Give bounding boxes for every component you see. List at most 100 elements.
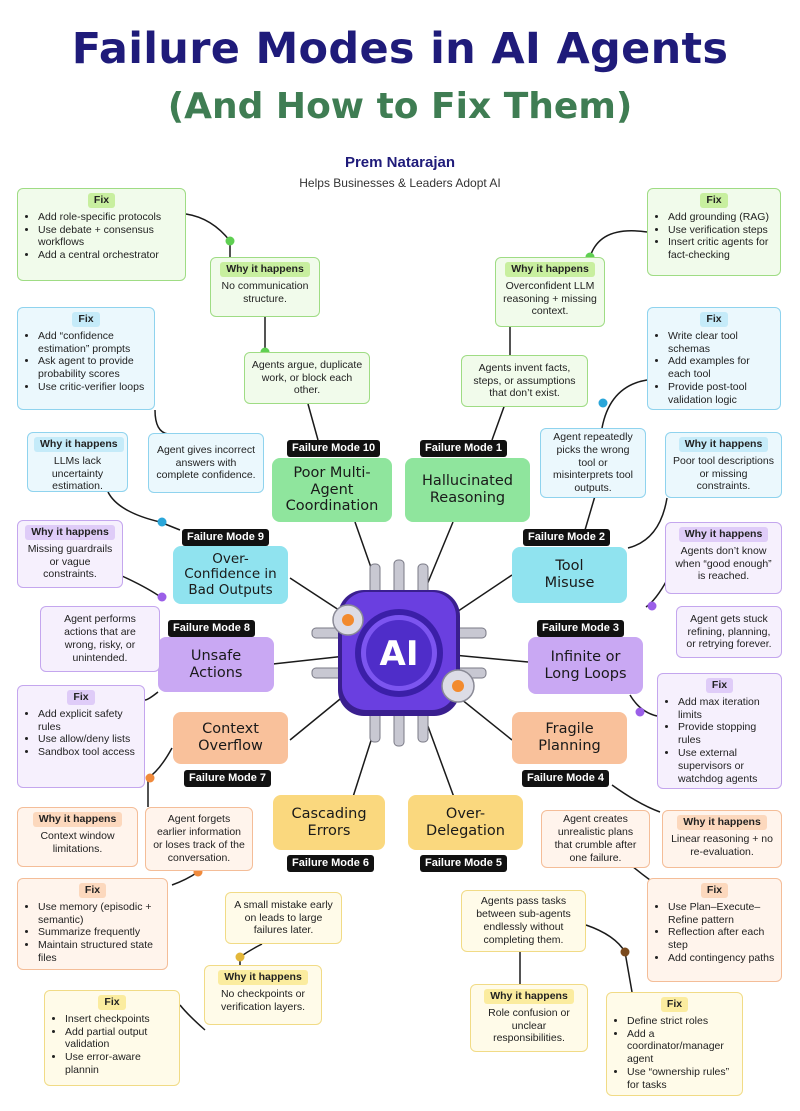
mode-4-why-card: Why it happens Linear reasoning + no re-… [662,810,782,868]
mode-5-why-card: Why it happens Role confusion or unclear… [470,984,588,1052]
fix-label: Fix [705,678,734,693]
mode-9-node: Over- Confidence in Bad Outputs [173,546,288,604]
fix-item: Maintain structured state files [38,939,161,965]
mode-1-node: Hallucinated Reasoning [405,458,530,522]
mode-4-symptom-card: Agent creates unrealistic plans that cru… [541,810,650,868]
why-text: LLMs lack uncertainty estimation. [51,454,104,493]
why-label: Why it happens [678,437,769,452]
symptom-text: Agent performs actions that are wrong, r… [64,613,136,664]
mode-10-why-card: Why it happens No communication structur… [210,257,320,317]
fix-item: Add max iteration limits [678,696,775,722]
why-text: Overconfident LLM reasoning + missing co… [503,279,597,318]
why-label: Why it happens [677,815,767,830]
why-text: Role confusion or unclear responsibiliti… [488,1006,570,1045]
why-label: Why it happens [32,812,123,827]
why-text: Missing guardrails or vague constraints. [27,542,113,581]
symptom-text: A small mistake early on leads to large … [234,898,333,937]
fix-item: Add a coordinator/manager agent [627,1028,736,1066]
main-title: Failure Modes in AI Agents [71,24,729,74]
mode-8-symptom-card: Agent performs actions that are wrong, r… [40,606,160,672]
mode-8-fix-card: Fix Add explicit safety rulesUse allow/d… [17,685,145,788]
fix-item: Add a central orchestrator [38,249,179,262]
fix-item: Provide stopping rules [678,721,775,747]
why-label: Why it happens [218,970,308,985]
mode-7-tag: Failure Mode 7 [184,770,272,787]
fix-item: Reflection after each step [668,926,775,952]
mode-10-symptom-card: Agents argue, duplicate work, or block e… [244,352,370,404]
fix-item: Use error-aware plannin [65,1051,173,1077]
fix-label: Fix [78,883,107,898]
fix-label: Fix [660,997,689,1012]
why-text: No checkpoints or verification layers. [220,987,306,1013]
why-text: Poor tool descriptions or missing constr… [673,454,774,493]
mode-9-symptom-card: Agent gives incorrect answers with compl… [148,433,264,493]
mode-1-why-card: Why it happens Overconfident LLM reasoni… [495,257,605,327]
why-label: Why it happens [25,525,115,540]
fix-label: Fix [700,193,728,208]
why-text: Agents don’t know when “good enough” is … [675,544,772,583]
why-text: Context window limitations. [40,829,115,855]
mode-8-why-card: Why it happens Missing guardrails or vag… [17,520,123,588]
mode-9-fix-card: Fix Add “confidence estimation” promptsA… [17,307,155,410]
fix-item: Ask agent to provide probability scores [38,355,148,381]
mode-5-node: Over- Delegation [408,795,523,850]
mode-6-node: Cascading Errors [273,795,385,850]
fix-item: Use Plan–Execute–Refine pattern [668,901,775,927]
fix-label: Fix [87,193,116,208]
symptom-text: Agent gives incorrect answers with compl… [156,443,256,482]
mode-3-node: Infinite or Long Loops [528,637,643,694]
mode-5-symptom-card: Agents pass tasks between sub-agents end… [461,890,586,952]
why-label: Why it happens [220,262,310,277]
fix-item: Use “ownership rules” for tasks [627,1066,736,1092]
fix-item: Add explicit safety rules [38,708,138,734]
fix-label: Fix [98,995,126,1010]
fix-item: Use allow/deny lists [38,733,138,746]
mode-4-node: Fragile Planning [512,712,627,764]
mode-2-symptom-card: Agent repeatedly picks the wrong tool or… [540,428,646,498]
mode-3-symptom-card: Agent gets stuck refining, planning, or … [676,606,782,658]
mode-2-fix-card: Fix Write clear tool schemasAdd examples… [647,307,781,410]
fix-label: Fix [700,312,728,327]
mode-6-tag: Failure Mode 6 [287,855,375,872]
fix-item: Provide post-tool validation logic [668,381,774,407]
fix-item: Add grounding (RAG) [668,211,774,224]
fix-item: Summarize frequently [38,926,161,939]
symptom-text: Agent repeatedly picks the wrong tool or… [553,431,633,495]
symptom-text: Agents argue, duplicate work, or block e… [251,358,363,397]
symptom-text: Agents pass tasks between sub-agents end… [476,895,571,946]
symptom-text: Agents invent facts, steps, or assumptio… [473,361,576,400]
why-label: Why it happens [484,989,574,1004]
mode-1-tag: Failure Mode 1 [420,440,508,457]
fix-item: Add examples for each tool [668,355,774,381]
mode-2-node: Tool Misuse [512,547,627,603]
mode-10-fix-card: Fix Add role-specific protocolsUse debat… [17,188,186,281]
mode-10-tag: Failure Mode 10 [287,440,381,457]
fix-item: Add partial output validation [65,1026,173,1052]
why-label: Why it happens [505,262,595,277]
mode-6-why-card: Why it happens No checkpoints or verific… [204,965,322,1025]
symptom-text: Agent creates unrealistic plans that cru… [554,813,637,864]
fix-item: Sandbox tool access [38,746,138,759]
fix-item: Add “confidence estimation” prompts [38,330,148,356]
mode-2-why-card: Why it happens Poor tool descriptions or… [665,432,782,498]
fix-item: Add role-specific protocols [38,211,179,224]
mode-7-symptom-card: Agent forgets earlier information or los… [145,807,253,871]
why-label: Why it happens [678,527,769,542]
mode-3-fix-card: Fix Add max iteration limitsProvide stop… [657,673,782,789]
author-tagline: Helps Businesses & Leaders Adopt AI [299,176,501,190]
mode-6-symptom-card: A small mistake early on leads to large … [225,892,342,944]
mode-7-node: Context Overflow [173,712,288,764]
fix-item: Write clear tool schemas [668,330,774,356]
fix-item: Define strict roles [627,1015,736,1028]
fix-label: Fix [72,312,100,327]
mode-7-why-card: Why it happens Context window limitation… [17,807,138,867]
mode-7-fix-card: Fix Use memory (episodic + semantic)Summ… [17,878,168,970]
robot-chip-icon [311,559,487,747]
mode-2-tag: Failure Mode 2 [523,529,611,546]
fix-item: Use memory (episodic + semantic) [38,901,161,927]
fix-item: Use external supervisors or watchdog age… [678,747,775,785]
why-text: No communication structure. [221,279,309,305]
mode-9-why-card: Why it happens LLMs lack uncertainty est… [27,432,128,492]
mode-9-tag: Failure Mode 9 [182,529,270,546]
mode-1-symptom-card: Agents invent facts, steps, or assumptio… [461,355,588,407]
